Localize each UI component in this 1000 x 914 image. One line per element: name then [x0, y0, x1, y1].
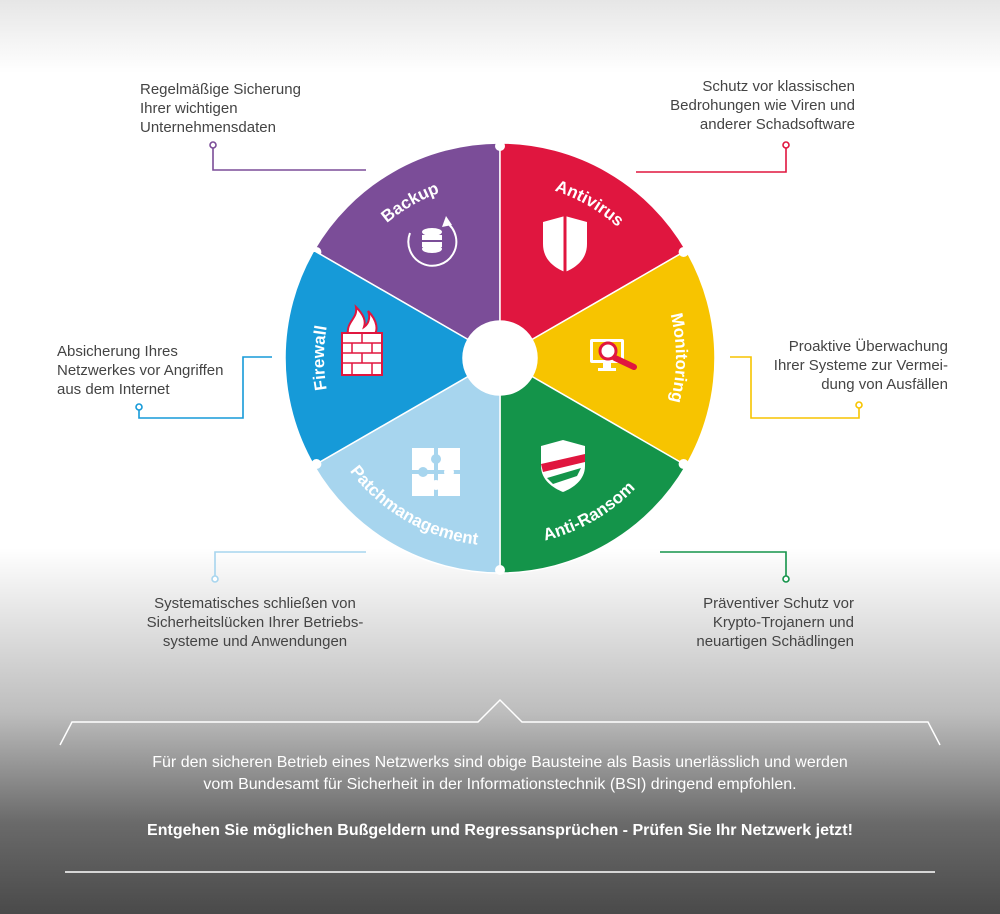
antivirus-connector-dot — [782, 141, 790, 149]
segment-label-firewall: Firewall — [309, 324, 331, 392]
monitoring-connector-line — [730, 356, 860, 419]
monitoring-description: Proaktive Überwachung Ihrer Systeme zur … — [773, 338, 948, 393]
backup-connector-dot — [209, 141, 217, 149]
antiransom-description: Präventiver Schutz vor Krypto-Trojanern … — [696, 595, 854, 650]
firewall-connector-dot — [135, 403, 143, 411]
segment-notch — [495, 565, 505, 575]
firewall-connector-line — [138, 356, 272, 419]
segment-notch — [495, 141, 505, 151]
backup-connector-line — [212, 148, 366, 171]
backup-description: Regelmäßige Sicherung Ihrer wichtigen Un… — [140, 81, 301, 136]
database-sync-icon — [407, 216, 458, 267]
antiransom-connector-line — [660, 551, 787, 576]
puzzle-icon — [412, 448, 460, 496]
antiransom-connector-dot — [782, 575, 790, 583]
patch-connector-dot — [211, 575, 219, 583]
segment-notch — [311, 459, 322, 469]
burning-wall-icon — [341, 304, 383, 376]
segment-notch — [678, 459, 689, 469]
antivirus-description: Schutz vor klassischen Bedrohungen wie V… — [670, 78, 855, 133]
firewall-description: Absicherung Ihres Netzwerkes vor Angriff… — [57, 343, 224, 398]
striped-shield-icon — [541, 440, 585, 492]
monitoring-connector-dot — [855, 401, 863, 409]
patch-connector-line — [214, 551, 366, 576]
patch-description: Systematisches schließen von Sicherheits… — [146, 595, 364, 650]
footer-bracket — [59, 698, 941, 746]
monitor-magnifier-icon — [590, 339, 637, 371]
footer-call-to-action: Entgehen Sie möglichen Bußgeldern und Re… — [147, 822, 853, 839]
shield-icon — [543, 216, 587, 272]
footer-info-text: Für den sicheren Betrieb eines Netzwerks… — [152, 754, 848, 793]
antivirus-connector-line — [636, 148, 787, 173]
wheel-center-hole — [463, 321, 537, 395]
segment-notch — [678, 247, 689, 257]
